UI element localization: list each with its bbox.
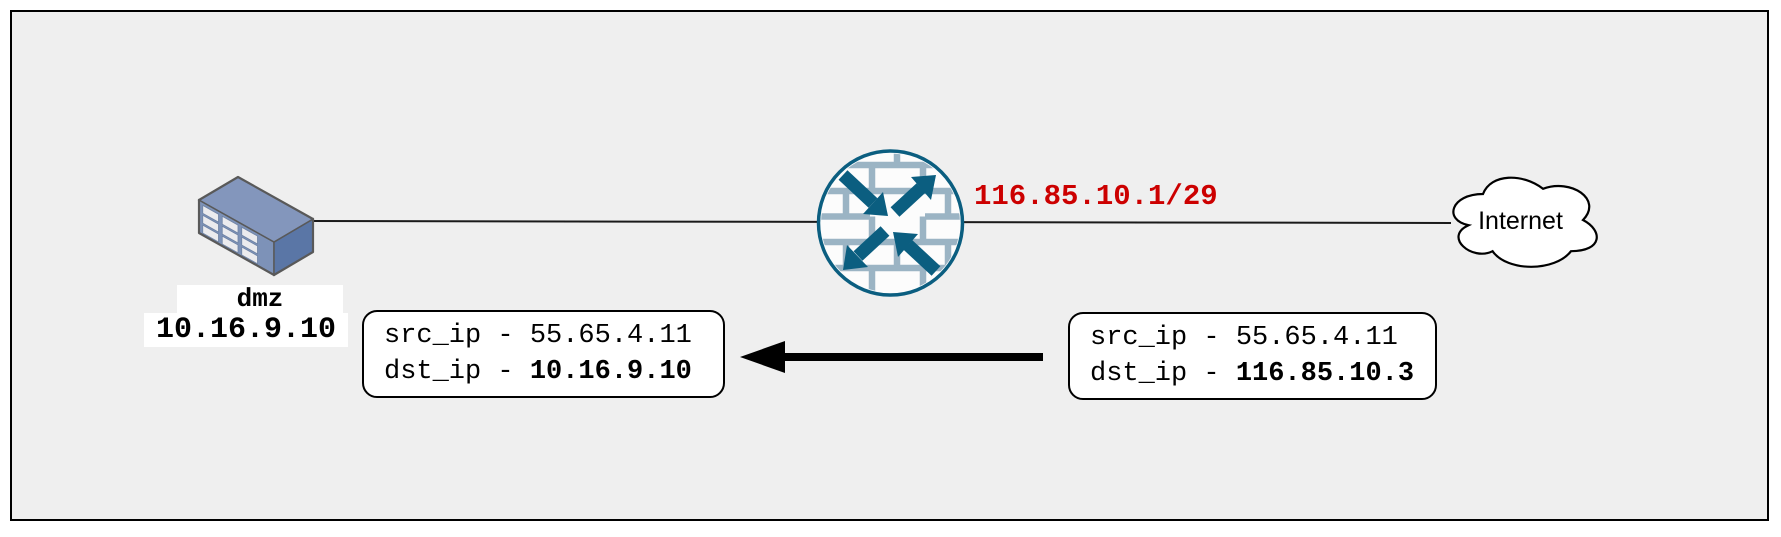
- server-panel: [242, 247, 258, 264]
- packet-dst-prefix: dst_ip -: [384, 357, 530, 387]
- arrow-head: [893, 232, 918, 257]
- arrow-shaft: [903, 240, 941, 276]
- arrow-left-head: [740, 341, 785, 373]
- server-outline: [197, 175, 315, 277]
- server-panel: [222, 236, 238, 253]
- packet-dst-line: dst_ip - 10.16.9.10: [384, 354, 723, 390]
- firewall-outside-ip-label: 116.85.10.1/29: [974, 180, 1218, 213]
- server-panel: [242, 227, 258, 244]
- server-panel: [222, 226, 238, 243]
- server-panel-grid: [203, 205, 258, 263]
- packet-dst-ip: 10.16.9.10: [529, 357, 692, 387]
- packet-src-text: src_ip - 55.65.4.11: [1090, 323, 1398, 353]
- server-panel: [242, 237, 258, 254]
- packet-dst-line: dst_ip - 116.85.10.3: [1090, 356, 1435, 392]
- packet-box-outside: src_ip - 55.65.4.11 dst_ip - 116.85.10.3: [1068, 312, 1437, 400]
- server-panel: [203, 205, 219, 222]
- server-icon: [197, 175, 315, 277]
- server-panel: [203, 225, 219, 242]
- server-name-label: dmz: [177, 285, 343, 313]
- firewall-arrows: [838, 170, 941, 276]
- arrow-head: [911, 175, 936, 200]
- server-panel: [203, 215, 219, 232]
- packet-src-text: src_ip - 55.65.4.11: [384, 321, 692, 351]
- arrow-shaft: [838, 170, 878, 208]
- cloud-icon: [1452, 176, 1598, 268]
- packet-src-line: src_ip - 55.65.4.11: [384, 318, 723, 354]
- arrow-shaft: [890, 183, 926, 217]
- packet-dst-prefix: dst_ip -: [1090, 359, 1236, 389]
- packet-box-translated: src_ip - 55.65.4.11 dst_ip - 10.16.9.10: [362, 310, 725, 398]
- arrow-head: [863, 192, 888, 216]
- server-ip-label: 10.16.9.10: [144, 313, 348, 347]
- internet-label: Internet: [1478, 207, 1563, 235]
- arrow-head: [843, 245, 868, 270]
- arrow-shaft: [853, 226, 890, 261]
- packet-dst-ip: 116.85.10.3: [1235, 359, 1415, 389]
- server-panel: [222, 216, 238, 233]
- nat-translation-arrow: [740, 341, 1043, 373]
- firewall-circle: [816, 149, 965, 297]
- firewall-icon: [816, 149, 965, 297]
- packet-src-line: src_ip - 55.65.4.11: [1090, 320, 1435, 356]
